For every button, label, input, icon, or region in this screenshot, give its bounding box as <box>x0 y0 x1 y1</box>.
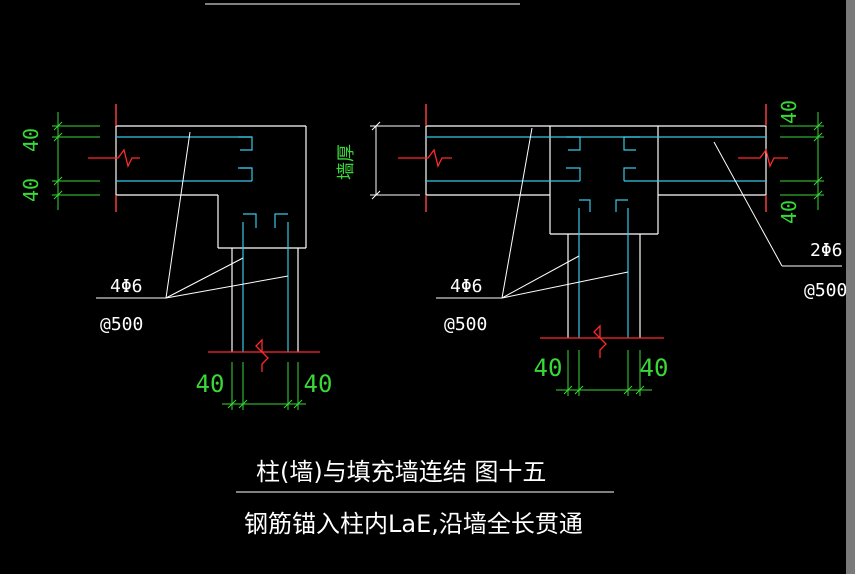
window-right-edge <box>846 0 855 574</box>
right-rebar-label-left: 4Φ6 <box>450 276 483 297</box>
right-vertical-dimensions <box>780 112 824 210</box>
left-horizontal-dimensions <box>222 362 306 410</box>
right-wall-break-left <box>398 104 452 212</box>
left-vertical-dimensions <box>52 112 100 210</box>
right-dim-foot-right: 40 <box>640 354 669 382</box>
left-rebars <box>116 136 289 352</box>
right-dim-bottom: 40 <box>777 200 801 224</box>
right-dim-top: 40 <box>777 100 801 124</box>
right-spacing-label-left: @500 <box>444 314 487 335</box>
right-rebars <box>426 136 766 338</box>
right-horizontal-dimensions <box>556 350 652 396</box>
left-dim-bottom: 40 <box>19 178 43 202</box>
left-leaders <box>96 131 289 299</box>
right-wall-break-right <box>738 104 788 212</box>
left-dim-foot-right: 40 <box>304 370 333 398</box>
left-wall-break-mark <box>88 104 140 212</box>
right-wall-label: 墙厚 <box>336 144 357 180</box>
right-detail: 墙厚 40 40 40 40 <box>336 100 847 396</box>
caption-note: 钢筋锚入柱内LaE,沿墙全长贯通 <box>244 510 583 538</box>
right-spacing-label-right: @500 <box>804 280 847 301</box>
left-spacing-label: @500 <box>100 314 143 335</box>
caption-title: 柱(墙)与填充墙连结 图十五 <box>256 458 546 486</box>
left-rebar-label: 4Φ6 <box>110 276 143 297</box>
right-column-break-mark <box>540 324 664 358</box>
left-dim-foot-left: 40 <box>196 370 225 398</box>
right-rebar-label-right: 2Φ6 <box>810 240 843 261</box>
left-column-break-mark <box>208 338 320 372</box>
right-dim-foot-left: 40 <box>534 354 563 382</box>
right-wall-thickness-dim <box>370 121 420 200</box>
right-leaders <box>436 127 842 299</box>
left-wall-outline <box>116 125 307 352</box>
left-dim-top: 40 <box>19 128 43 152</box>
left-detail: 40 40 40 40 4Φ6 @500 <box>19 104 332 410</box>
